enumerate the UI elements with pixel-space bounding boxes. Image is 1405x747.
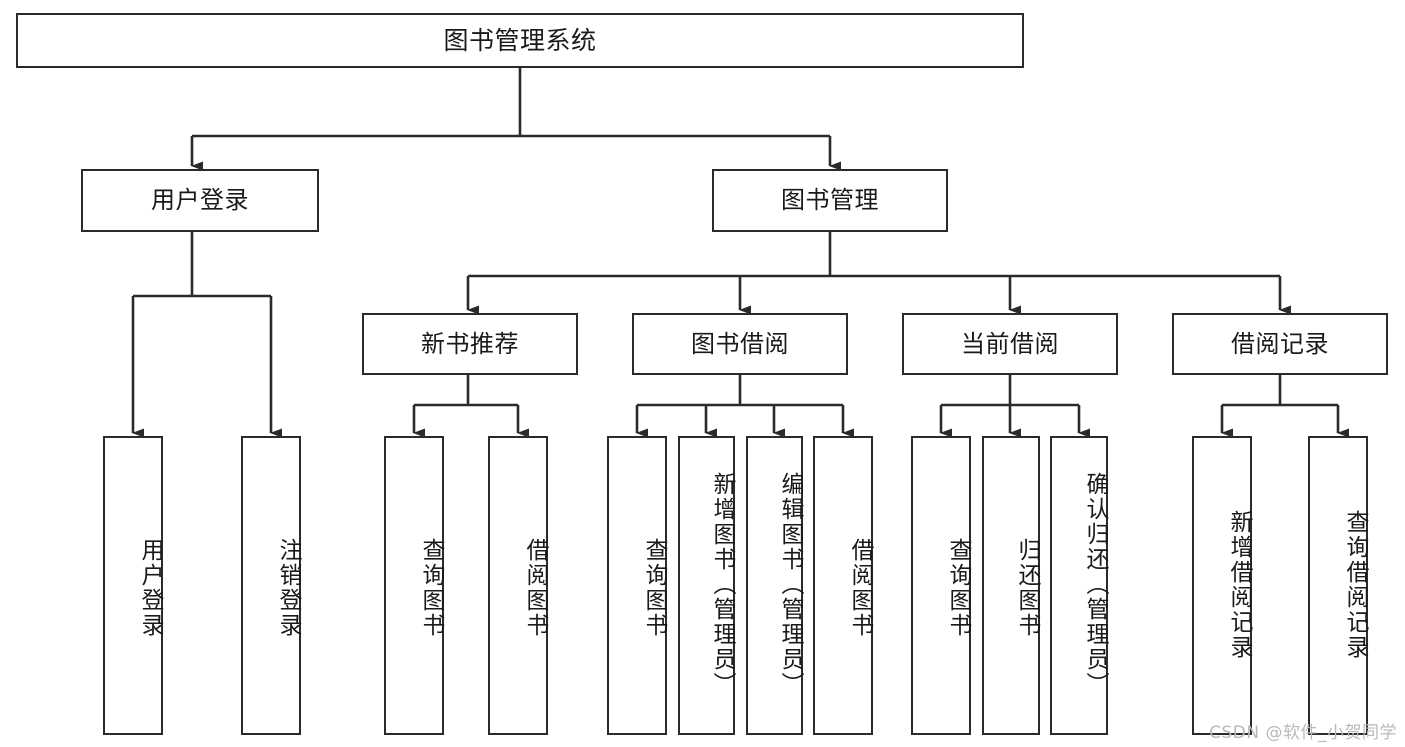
node-book-management-label: 图书管理	[781, 186, 879, 215]
node-leaf-confirm-return-admin-label: 确认归还（管理员）	[1082, 472, 1108, 697]
node-leaf-query-book-borrow[interactable]: 查询图书	[607, 436, 667, 735]
node-leaf-query-borrow-record[interactable]: 查询借阅记录	[1308, 436, 1368, 735]
node-current-borrow[interactable]: 当前借阅	[902, 313, 1118, 375]
node-book-borrow[interactable]: 图书借阅	[632, 313, 848, 375]
node-new-book-recommend[interactable]: 新书推荐	[362, 313, 578, 375]
node-new-book-recommend-label: 新书推荐	[421, 329, 519, 358]
node-book-management[interactable]: 图书管理	[712, 169, 948, 232]
node-leaf-borrow-book-label: 借阅图书	[847, 537, 873, 638]
node-root-system[interactable]: 图书管理系统	[16, 13, 1024, 68]
node-root-system-label: 图书管理系统	[443, 25, 597, 55]
node-leaf-borrow-book-recommend-label: 借阅图书	[522, 537, 548, 638]
node-leaf-return-book[interactable]: 归还图书	[982, 436, 1040, 735]
node-leaf-add-book-admin-label: 新增图书（管理员）	[709, 472, 735, 697]
node-leaf-query-book-recommend[interactable]: 查询图书	[384, 436, 444, 735]
node-leaf-query-borrow-record-label: 查询借阅记录	[1342, 509, 1368, 660]
node-leaf-user-login[interactable]: 用户登录	[103, 436, 163, 735]
node-leaf-borrow-book[interactable]: 借阅图书	[813, 436, 873, 735]
node-borrow-record[interactable]: 借阅记录	[1172, 313, 1388, 375]
node-leaf-query-book-recommend-label: 查询图书	[418, 537, 444, 638]
node-borrow-record-label: 借阅记录	[1231, 329, 1329, 358]
node-leaf-edit-book-admin-label: 编辑图书（管理员）	[777, 472, 803, 697]
node-leaf-add-borrow-record[interactable]: 新增借阅记录	[1192, 436, 1252, 735]
node-current-borrow-label: 当前借阅	[961, 329, 1059, 358]
node-user-login[interactable]: 用户登录	[81, 169, 319, 232]
node-leaf-logout-label: 注销登录	[275, 537, 301, 638]
node-leaf-borrow-book-recommend[interactable]: 借阅图书	[488, 436, 548, 735]
node-leaf-logout[interactable]: 注销登录	[241, 436, 301, 735]
node-leaf-query-book-current[interactable]: 查询图书	[911, 436, 971, 735]
node-leaf-user-login-label: 用户登录	[137, 537, 163, 638]
node-user-login-label: 用户登录	[151, 186, 249, 215]
node-leaf-edit-book-admin[interactable]: 编辑图书（管理员）	[746, 436, 803, 735]
node-leaf-add-book-admin[interactable]: 新增图书（管理员）	[678, 436, 735, 735]
csdn-watermark: CSDN @软件_小贺同学	[1209, 723, 1397, 743]
node-leaf-query-book-current-label: 查询图书	[945, 537, 971, 638]
node-leaf-add-borrow-record-label: 新增借阅记录	[1226, 509, 1252, 660]
node-leaf-return-book-label: 归还图书	[1014, 537, 1040, 638]
node-book-borrow-label: 图书借阅	[691, 329, 789, 358]
node-leaf-query-book-borrow-label: 查询图书	[641, 537, 667, 638]
node-leaf-confirm-return-admin[interactable]: 确认归还（管理员）	[1050, 436, 1108, 735]
